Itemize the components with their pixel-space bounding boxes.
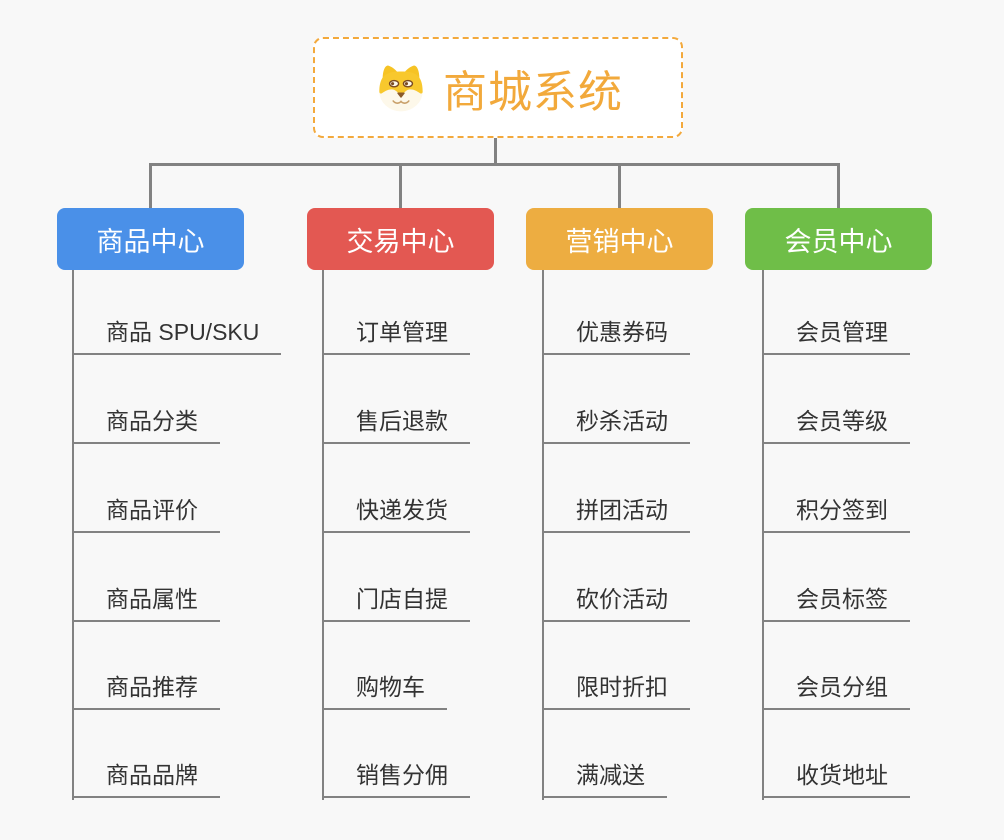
leaf-node[interactable]: 商品品牌 [72, 760, 220, 798]
leaf-node[interactable]: 商品推荐 [72, 672, 220, 710]
connector-stub [149, 163, 152, 208]
leaf-node[interactable]: 限时折扣 [542, 672, 690, 710]
connector-stub [618, 163, 621, 208]
root-node-label: 商城系统 [443, 67, 623, 117]
branch-child-line [72, 270, 74, 800]
connector-horizontal-bar [149, 163, 840, 166]
branch-node-product-center[interactable]: 商品中心 [57, 208, 244, 270]
leaf-node[interactable]: 会员分组 [762, 672, 910, 710]
leaf-node[interactable]: 会员等级 [762, 406, 910, 444]
leaf-node[interactable]: 优惠券码 [542, 317, 690, 355]
connector-stub [399, 163, 402, 208]
branch-node-trade-center[interactable]: 交易中心 [307, 208, 494, 270]
leaf-node[interactable]: 销售分佣 [322, 760, 470, 798]
leaf-node[interactable]: 快递发货 [322, 495, 470, 533]
leaf-node[interactable]: 商品 SPU/SKU [72, 317, 282, 355]
leaf-node[interactable]: 秒杀活动 [542, 406, 690, 444]
leaf-node[interactable]: 商品属性 [72, 584, 220, 622]
leaf-node[interactable]: 门店自提 [322, 584, 470, 622]
branch-child-line [322, 270, 324, 800]
leaf-node[interactable]: 购物车 [322, 672, 447, 710]
leaf-node[interactable]: 商品评价 [72, 495, 220, 533]
leaf-node[interactable]: 砍价活动 [542, 584, 690, 622]
leaf-node[interactable]: 积分签到 [762, 495, 910, 533]
leaf-node[interactable]: 满减送 [542, 760, 667, 798]
root-node-mall-system[interactable]: 商城系统 [313, 37, 683, 138]
leaf-node[interactable]: 会员管理 [762, 317, 910, 355]
leaf-node[interactable]: 收货地址 [762, 760, 910, 798]
connector-root-stem [494, 138, 497, 164]
dog-face-icon [373, 62, 429, 114]
leaf-node[interactable]: 售后退款 [322, 406, 470, 444]
leaf-node[interactable]: 会员标签 [762, 584, 910, 622]
leaf-node[interactable]: 订单管理 [322, 317, 470, 355]
connector-stub [837, 163, 840, 208]
branch-child-line [542, 270, 544, 800]
branch-node-marketing-center[interactable]: 营销中心 [526, 208, 713, 270]
branch-node-member-center[interactable]: 会员中心 [745, 208, 932, 270]
leaf-node[interactable]: 拼团活动 [542, 495, 690, 533]
leaf-node[interactable]: 商品分类 [72, 406, 220, 444]
branch-child-line [762, 270, 764, 800]
